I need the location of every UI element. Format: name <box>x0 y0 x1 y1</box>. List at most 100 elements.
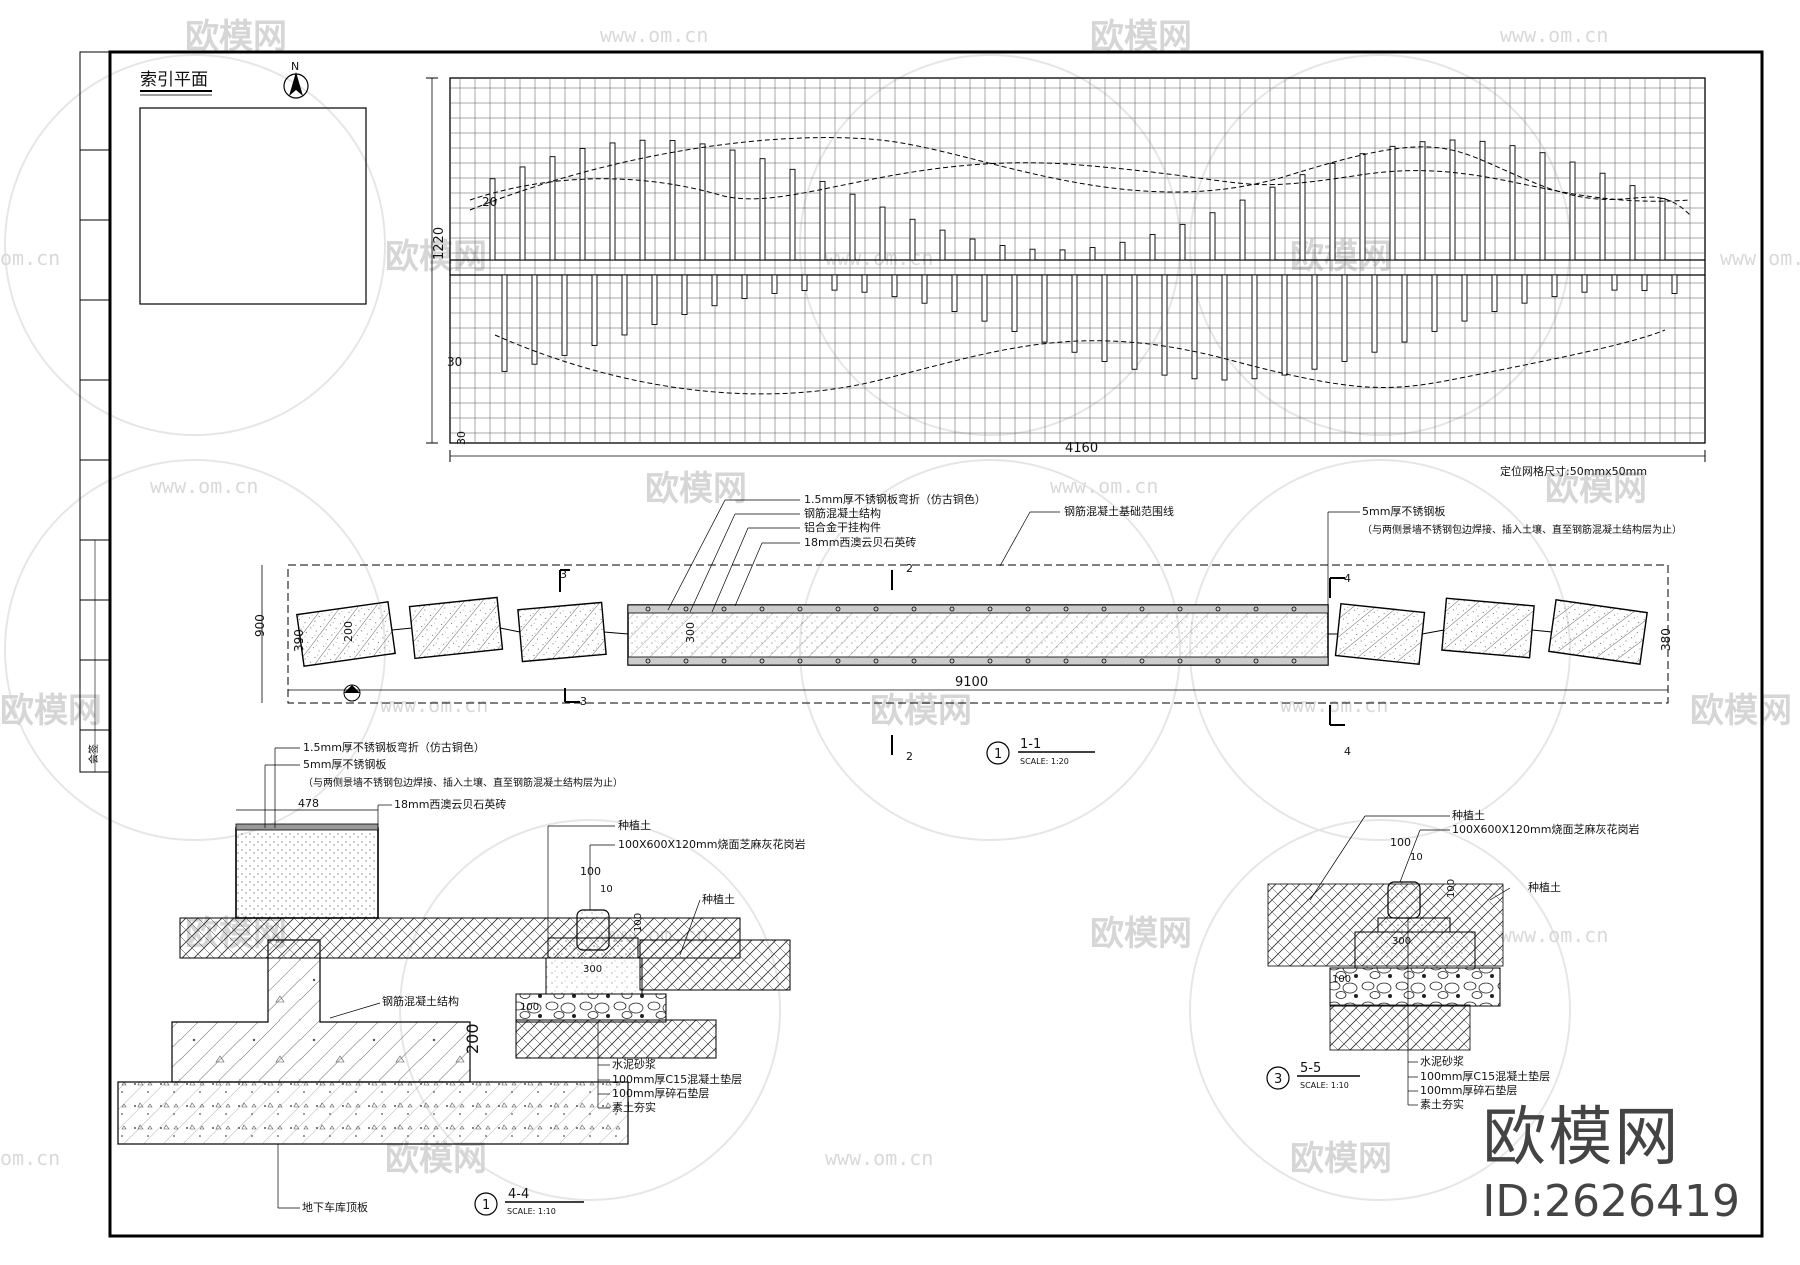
brand-watermark: 欧模网 ID:2626419 <box>1482 1106 1740 1227</box>
elevation-post-upper <box>1449 139 1456 261</box>
elevation-post-lower <box>621 274 628 336</box>
elevation-post-upper <box>1359 153 1366 261</box>
watermark-url: www.om.cn <box>825 246 933 270</box>
elevation-width-dim: 4160 <box>1065 441 1098 456</box>
elevation-post-lower <box>861 274 868 293</box>
wall-bolt <box>645 658 651 664</box>
elevation-post-lower <box>981 274 988 322</box>
plan-note-foundation: 钢筋混凝土基础范围线 <box>1064 504 1174 518</box>
wall-bolt <box>835 606 841 612</box>
watermark-url: om.cn <box>0 1146 60 1170</box>
wall-bolt <box>987 606 993 612</box>
wall-bolt <box>1291 658 1297 664</box>
elevation-post-upper <box>1479 140 1486 261</box>
elevation-post-lower <box>561 274 568 356</box>
wall-bolt <box>873 606 879 612</box>
wall-bolt <box>835 658 841 664</box>
watermark-url: www.om.cn <box>1050 474 1158 498</box>
wall-bolt <box>721 658 727 664</box>
plan-note-quartz: 18mm西澳云贝石英砖 <box>804 535 916 549</box>
elevation-post-lower <box>1461 274 1468 322</box>
sec44-note-steel-plate: 1.5mm厚不锈钢板弯折（仿古铜色） <box>303 740 485 754</box>
sec55-title: 5-5 <box>1300 1061 1321 1076</box>
sec55-dim-100-gravel: 100 <box>1332 974 1351 985</box>
sec44-scale: SCALE: 1:10 <box>507 1207 556 1216</box>
plan-note-5mm-plate: 5mm厚不锈钢板 <box>1362 504 1445 518</box>
plan-dim-9100: 9100 <box>955 675 988 690</box>
wall-bolt <box>1025 658 1031 664</box>
brand-id: ID:2626419 <box>1482 1176 1740 1227</box>
elevation-wave-lower <box>494 329 1666 395</box>
sec44-dim-10: 10 <box>600 884 613 895</box>
elevation-dim-30-bottom: 30 <box>455 431 468 445</box>
elevation-post-lower <box>1191 274 1198 380</box>
watermark-url: www.om.cn <box>825 1146 933 1170</box>
north-label: N <box>291 60 299 73</box>
elevation-post-lower <box>1251 274 1258 380</box>
sec55-layer-gravel: 100mm厚碎石垫层 <box>1420 1083 1517 1097</box>
elevation-post-lower <box>771 274 778 294</box>
index-plan-title: 索引平面 <box>140 70 208 90</box>
sec44-title: 4-4 <box>508 1187 529 1202</box>
section-marker-2-bottom: 2 <box>906 750 913 763</box>
watermark-url: www.om.cn <box>1280 693 1388 717</box>
elevation-post-lower <box>1161 274 1168 376</box>
sec55-dim-300: 300 <box>1392 936 1411 947</box>
wall-bolt <box>1215 658 1221 664</box>
elevation-post-lower <box>1641 274 1648 292</box>
plan-dim-390: 390 <box>292 629 306 652</box>
wall-block <box>408 596 504 660</box>
plan-1-1: 900 390 200 300 380 9100 3 3 2 2 4 4 1.5… <box>253 492 1682 766</box>
elevation-post-upper <box>579 148 586 261</box>
plan-dim-200: 200 <box>342 621 355 642</box>
elevation-wave-upper-2 <box>469 162 1691 202</box>
watermark-brand: 欧模网 <box>0 691 102 731</box>
wall-bolt <box>1253 658 1259 664</box>
watermark-brand: 欧模网 <box>1090 914 1192 954</box>
elevation-post-lower <box>1101 274 1108 362</box>
elevation-post-upper <box>519 166 526 261</box>
section-marker-2-top: 2 <box>906 562 913 575</box>
section-4-4: 1.5mm厚不锈钢板弯折（仿古铜色） 5mm厚不锈钢板 （与两侧景墙不锈钢包边焊… <box>117 740 806 1216</box>
watermark-brand: 欧模网 <box>1090 17 1192 57</box>
elevation-post-upper <box>1569 161 1576 261</box>
elevation-post-upper <box>1149 233 1156 261</box>
sec55-dim-10: 10 <box>1410 852 1423 863</box>
sidebar-label: 会签 <box>87 744 100 764</box>
elevation-post-lower <box>831 274 838 291</box>
plan-title-number: 1 <box>994 747 1002 762</box>
plan-dim-900: 900 <box>253 614 267 637</box>
elevation-post-upper <box>849 193 856 261</box>
elevation-post-upper <box>1299 174 1306 261</box>
elevation-posts <box>489 139 1678 381</box>
elevation-post-lower <box>891 274 898 298</box>
elevation-post-lower <box>1131 274 1138 370</box>
wall-bolt <box>1063 658 1069 664</box>
elevation-post-upper <box>1089 247 1096 261</box>
elevation-post-lower <box>1401 274 1408 343</box>
elevation-post-upper <box>879 206 886 261</box>
wall-bolt <box>797 606 803 612</box>
wall-block <box>517 601 607 663</box>
wall-bolt <box>1101 606 1107 612</box>
elevation-post-upper <box>1269 186 1276 261</box>
section-5-5: 种植土 100X600X120mm烧面芝麻灰花岗岩 种植土 100 10 100… <box>1266 808 1640 1111</box>
elevation-post-upper <box>1119 241 1126 261</box>
sec55-title-number: 3 <box>1274 1072 1282 1087</box>
north-arrow-icon: N <box>283 60 309 99</box>
elevation-post-lower <box>1431 274 1438 332</box>
wall-bolt <box>949 658 955 664</box>
elevation-post-upper <box>1539 152 1546 261</box>
elevation-post-upper <box>939 229 946 261</box>
watermark-url: www.om.cn <box>150 474 258 498</box>
wall-bolt <box>1291 606 1297 612</box>
elevation-post-upper <box>1629 185 1636 261</box>
watermark-url: www.om.cn <box>1500 923 1608 947</box>
wall-bolt <box>759 606 765 612</box>
elevation-post-upper <box>669 140 676 261</box>
elevation-post-lower <box>651 274 658 325</box>
elevation-post-lower <box>1341 274 1348 362</box>
elevation-post-upper <box>819 180 826 261</box>
elevation-post-lower <box>711 274 718 307</box>
sec44-dim-300: 300 <box>583 964 602 975</box>
